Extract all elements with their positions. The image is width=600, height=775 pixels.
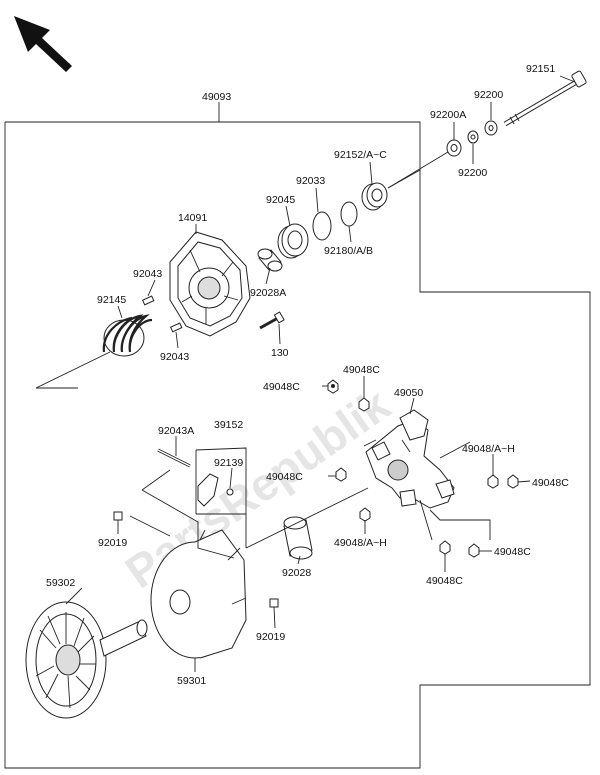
label-49048C-f: 49048C [426,575,463,587]
part-cover-14091 [169,231,251,337]
part-snap-ring-92033 [312,211,332,241]
label-92045: 92045 [266,194,295,206]
part-nut-49048C-5 [439,540,451,555]
part-nut-49048AH-2 [487,474,499,489]
label-130: 130 [271,347,289,359]
label-49048C-b: 49048C [343,364,380,376]
part-spider-49050 [365,409,455,509]
part-nut-49048C-3 [335,467,347,482]
label-92028: 92028 [282,567,311,579]
label-92043-top: 92043 [133,268,162,280]
part-washer-92200 [484,120,498,136]
part-spring-92145 [102,314,153,357]
label-92043A: 92043A [158,425,194,437]
label-92145: 92145 [97,294,126,306]
label-92028A: 92028A [250,287,286,299]
label-92139: 92139 [214,457,243,469]
label-92033: 92033 [296,175,325,187]
part-bushing-92028A [257,248,283,272]
label-59301: 59301 [177,675,206,687]
part-screw-92019-1 [113,511,123,521]
part-sheave-59301 [150,529,247,659]
label-49048C-d: 49048C [532,477,569,489]
part-nut-49048C-4 [507,474,519,489]
label-49050: 49050 [394,387,423,399]
label-92200-top: 92200 [474,89,503,101]
part-nut-49048C-6 [468,543,480,558]
part-bushing-92028 [283,516,313,560]
label-49048C-e: 49048C [494,546,531,558]
part-washer-92200A [446,139,462,157]
label-92043-bottom: 92043 [160,351,189,363]
leader-lines [35,75,576,672]
label-92019-b: 92019 [256,631,285,643]
label-92019-a: 92019 [98,537,127,549]
label-49048C-a: 49048C [263,381,300,393]
part-washer-92200-lower [467,130,479,144]
label-14091: 14091 [178,212,207,224]
part-bolt-130 [259,311,285,330]
part-bolt-92151 [503,70,587,127]
part-nut-49048C-1 [327,379,339,394]
part-screw-92019-2 [269,598,279,608]
part-bearing-92045 [277,223,309,259]
label-49048AH-a: 49048/A~H [462,443,515,455]
assembly-outline [4,121,591,769]
front-direction-arrow-icon [14,16,72,72]
label-59302: 59302 [46,577,75,589]
watermark-text: PartsRepublik [116,378,400,598]
label-92180: 92180/A/B [324,245,373,257]
callout-labels: 49093 92151 92200 92200A 92200 92152/A~C… [46,63,569,687]
part-sheave-59302 [25,601,148,719]
part-pin-92043A [157,448,191,468]
label-92151: 92151 [526,63,555,75]
part-nut-49048AH-1 [359,507,371,522]
part-pin-92043-bottom [169,322,183,333]
label-39152: 39152 [214,419,243,431]
part-spacer-92152 [361,182,388,211]
label-92200A: 92200A [430,109,466,121]
part-pin-92043-top [141,295,155,306]
label-92152: 92152/A~C [334,149,387,161]
label-49093: 49093 [202,91,231,103]
part-circlip-92180 [340,201,358,227]
label-49048C-c: 49048C [266,471,303,483]
label-49048AH-b: 49048/A~H [334,537,387,549]
label-92200-bottom: 92200 [458,167,487,179]
part-weight-39152 [197,473,234,507]
